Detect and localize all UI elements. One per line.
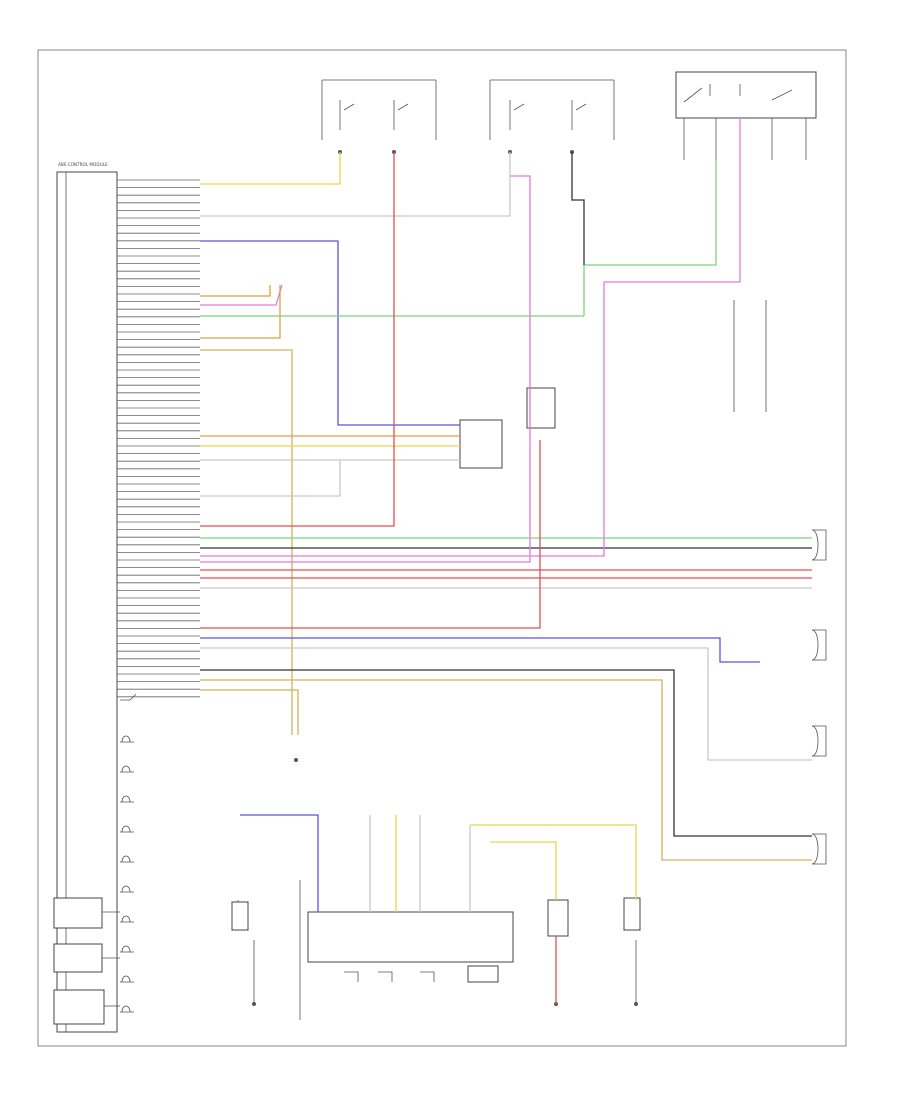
- wire-dark: [571, 152, 585, 265]
- wire-red: [200, 152, 395, 527]
- wheel-sensor-front-right: [811, 529, 827, 561]
- wire-green: [583, 160, 717, 316]
- wire-yellow: [470, 824, 637, 900]
- wire-tan: [200, 689, 299, 735]
- steering-angle-sensor: [459, 419, 503, 469]
- wire-blue: [200, 240, 460, 426]
- fuse-block-left: [321, 79, 437, 154]
- wire-blue: [200, 637, 760, 663]
- brake-pad-sensor: [547, 899, 569, 937]
- fuse-block-center: [489, 79, 615, 154]
- wire-red: [200, 440, 541, 629]
- wire-orange: [200, 285, 271, 297]
- wire-tan: [200, 679, 812, 861]
- wiring-harness: [200, 118, 812, 1004]
- parking-brake-switch: [623, 897, 641, 931]
- wire-dark: [200, 669, 812, 837]
- ignition-switch: [675, 71, 817, 160]
- wire-white: [200, 152, 511, 217]
- wire-orange: [200, 285, 281, 339]
- brake-switch-module: [526, 387, 556, 429]
- diagram-frame: [37, 49, 847, 1047]
- wheel-sensor-rear-left: [811, 833, 827, 865]
- wire-yellow: [200, 152, 341, 185]
- wire-yellow: [490, 841, 557, 900]
- wire-pink: [200, 175, 531, 563]
- yaw-rate-sensor-connector: [733, 300, 767, 412]
- abs-control-module: ABS CONTROL MODULE: [56, 162, 118, 1033]
- wire-white: [200, 647, 812, 761]
- svg-text:ABS CONTROL MODULE: ABS CONTROL MODULE: [58, 162, 108, 167]
- ground-symbols: [252, 758, 638, 1006]
- wire-blue: [240, 814, 319, 912]
- wheel-sensor-front-left: [811, 629, 827, 661]
- module-connector-pins: [117, 179, 200, 698]
- wire-pink: [200, 118, 741, 557]
- wheel-sensor-rear-right: [811, 725, 827, 757]
- instrument-cluster: [299, 880, 514, 1020]
- wire-white: [200, 460, 341, 497]
- brake-fluid-switch: [231, 900, 249, 931]
- module-internal-components: [53, 693, 137, 1025]
- wire-tan: [200, 349, 293, 735]
